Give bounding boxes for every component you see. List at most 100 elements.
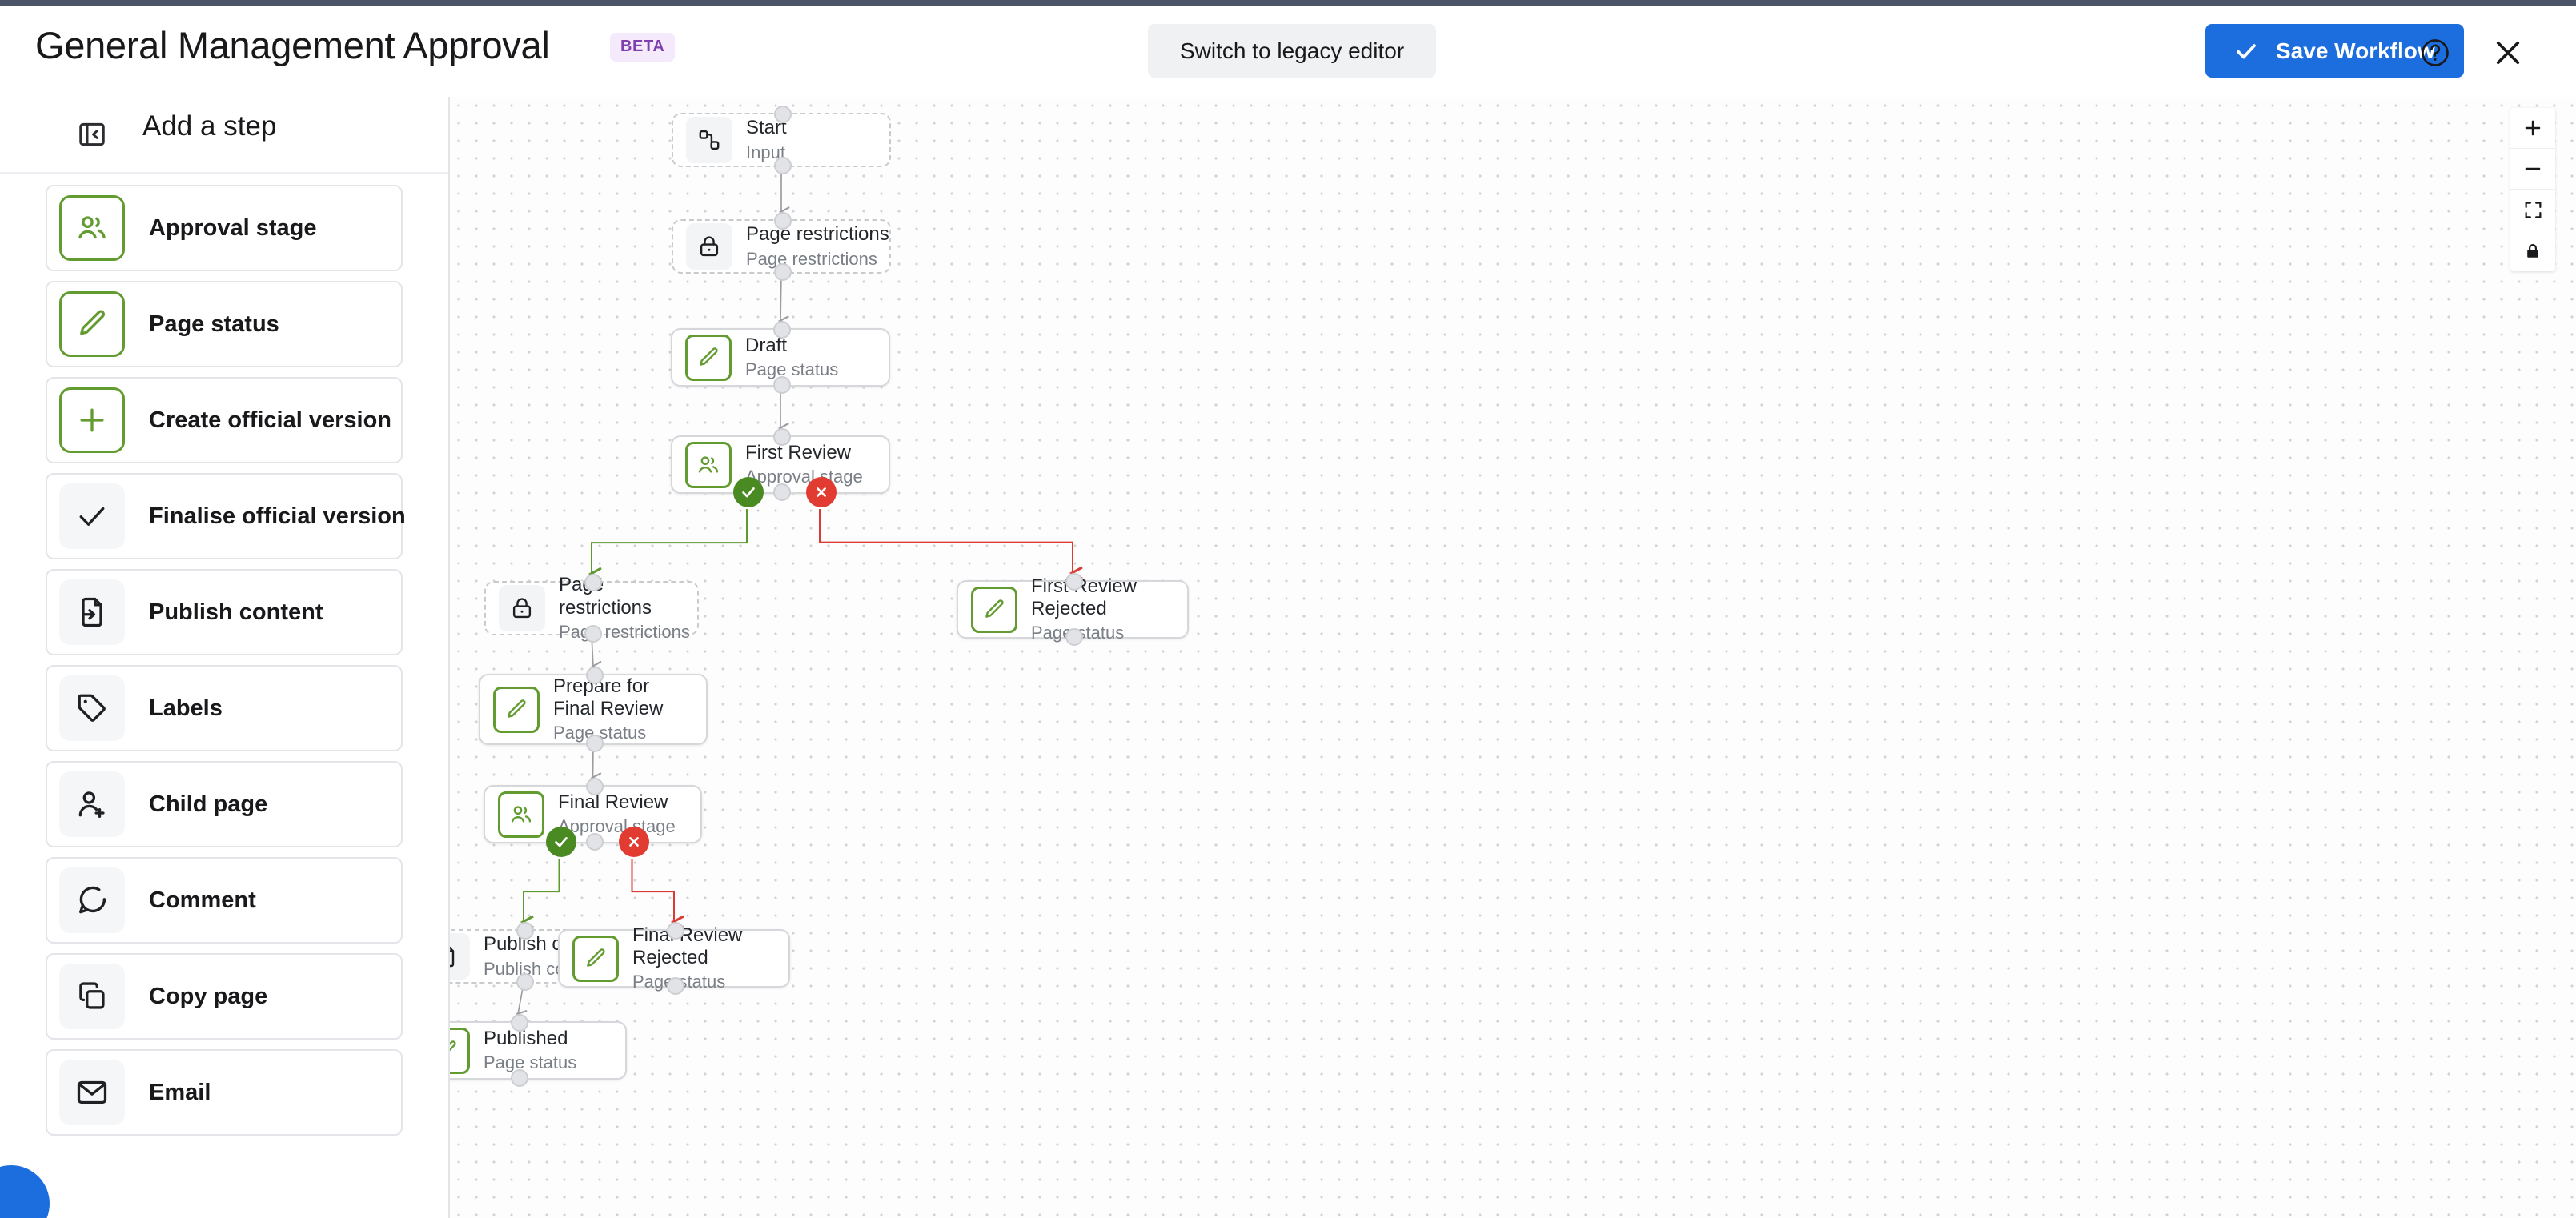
sidebar-title: Add a step [142,110,277,142]
user-plus-icon [59,771,125,837]
approve-badge[interactable] [545,827,576,857]
node-subtitle: Approval stage [558,816,676,837]
node-handle-bottom[interactable] [774,157,792,174]
sidebar-step-child-page[interactable]: Child page [46,761,403,847]
save-workflow-button[interactable]: Save Workflow [2205,24,2464,78]
node-handle-bottom[interactable] [584,625,602,643]
node-handle-bottom[interactable] [667,977,684,995]
node-handle-top[interactable] [586,667,604,684]
node-handle-bottom[interactable] [511,1069,528,1087]
node-subtitle: Page restrictions [559,621,690,642]
node-handle-top[interactable] [516,922,534,940]
sidebar-step-create-official-version[interactable]: Create official version [46,377,403,463]
edge-final-review-ok-to-publish [524,859,560,922]
node-handle-top[interactable] [774,212,792,230]
node-subtitle: Page status [745,359,839,380]
node-handle-bottom[interactable] [585,833,604,851]
file-export-icon [59,579,125,645]
reject-badge[interactable] [806,477,837,507]
switch-to-legacy-editor-button[interactable]: Switch to legacy editor [1148,24,1437,78]
tag-icon [59,675,125,741]
fit-view-control[interactable] [2510,190,2555,230]
node-subtitle: Approval stage [745,467,863,487]
node-handle-top[interactable] [773,321,791,339]
approve-badge[interactable] [733,477,764,507]
pencil-icon [572,935,619,982]
flow-nodes-icon [686,117,732,163]
users-icon [498,791,544,838]
edge-first-review-ok-to-page-restr-2 [592,509,748,574]
node-title: Draft [745,334,788,356]
zoom-in-control[interactable] [2510,108,2555,149]
node-handle-bottom[interactable] [773,376,791,394]
sidebar-step-finalise-official-version[interactable]: Finalise official version [46,473,406,559]
reject-badge[interactable] [618,827,649,857]
node-handle-bottom[interactable] [586,735,604,752]
edge-first-review-no-to-first-rej [819,509,1073,573]
node-handle-bottom[interactable] [516,973,534,991]
beta-badge: BETA [610,33,676,62]
node-handle-top[interactable] [774,106,792,123]
collapse-panel-icon[interactable] [77,119,107,150]
node-handle-top[interactable] [773,428,791,446]
help-chat-bubble[interactable] [0,1165,50,1218]
node-handle-top[interactable] [1065,573,1083,591]
node-handle-top[interactable] [511,1014,528,1032]
zoom-out-control[interactable] [2510,149,2555,190]
sidebar-step-copy-page[interactable]: Copy page [46,953,403,1040]
node-handle-bottom[interactable] [774,263,792,281]
close-icon[interactable] [2491,36,2525,70]
pencil-icon [450,1027,470,1074]
plus-icon [59,387,125,453]
sidebar-step-label: Child page [149,791,268,817]
sidebar-step-approval-stage[interactable]: Approval stage [46,185,403,271]
node-subtitle: Page status [553,723,647,743]
users-icon [685,441,732,488]
pencil-icon [685,334,732,381]
node-handle-top[interactable] [667,922,684,940]
sidebar-step-publish-content[interactable]: Publish content [46,569,403,655]
file-export-icon [450,933,470,980]
node-title: Page restrictions [746,223,889,246]
node-handle-top[interactable] [584,574,602,591]
save-workflow-label: Save Workflow [2276,38,2435,63]
help-circle-icon[interactable] [2419,37,2451,69]
node-title: Final Review [558,791,668,813]
node-title: Final Review Rejected [632,924,743,969]
node-handle-bottom[interactable] [773,483,791,501]
sidebar-step-label: Approval stage [149,214,317,241]
node-title: Published [484,1027,568,1049]
edge-page-restr-1-to-draft [777,273,789,327]
node-handle-bottom[interactable] [1065,628,1083,646]
sidebar-step-label: Create official version [149,407,391,433]
sidebar-step-email[interactable]: Email [46,1049,403,1136]
sidebar-step-comment[interactable]: Comment [46,857,403,944]
envelope-icon [59,1060,125,1125]
lock-control[interactable] [2510,230,2555,271]
node-title: Page restrictions [559,574,652,619]
node-subtitle: Page status [1031,623,1125,643]
node-handle-top[interactable] [585,778,604,795]
sidebar-header: Add a step [0,97,448,174]
page-title: General Management Approval [35,24,550,66]
sidebar-step-labels[interactable]: Labels [46,665,403,751]
sidebar-step-page-status[interactable]: Page status [46,281,403,367]
